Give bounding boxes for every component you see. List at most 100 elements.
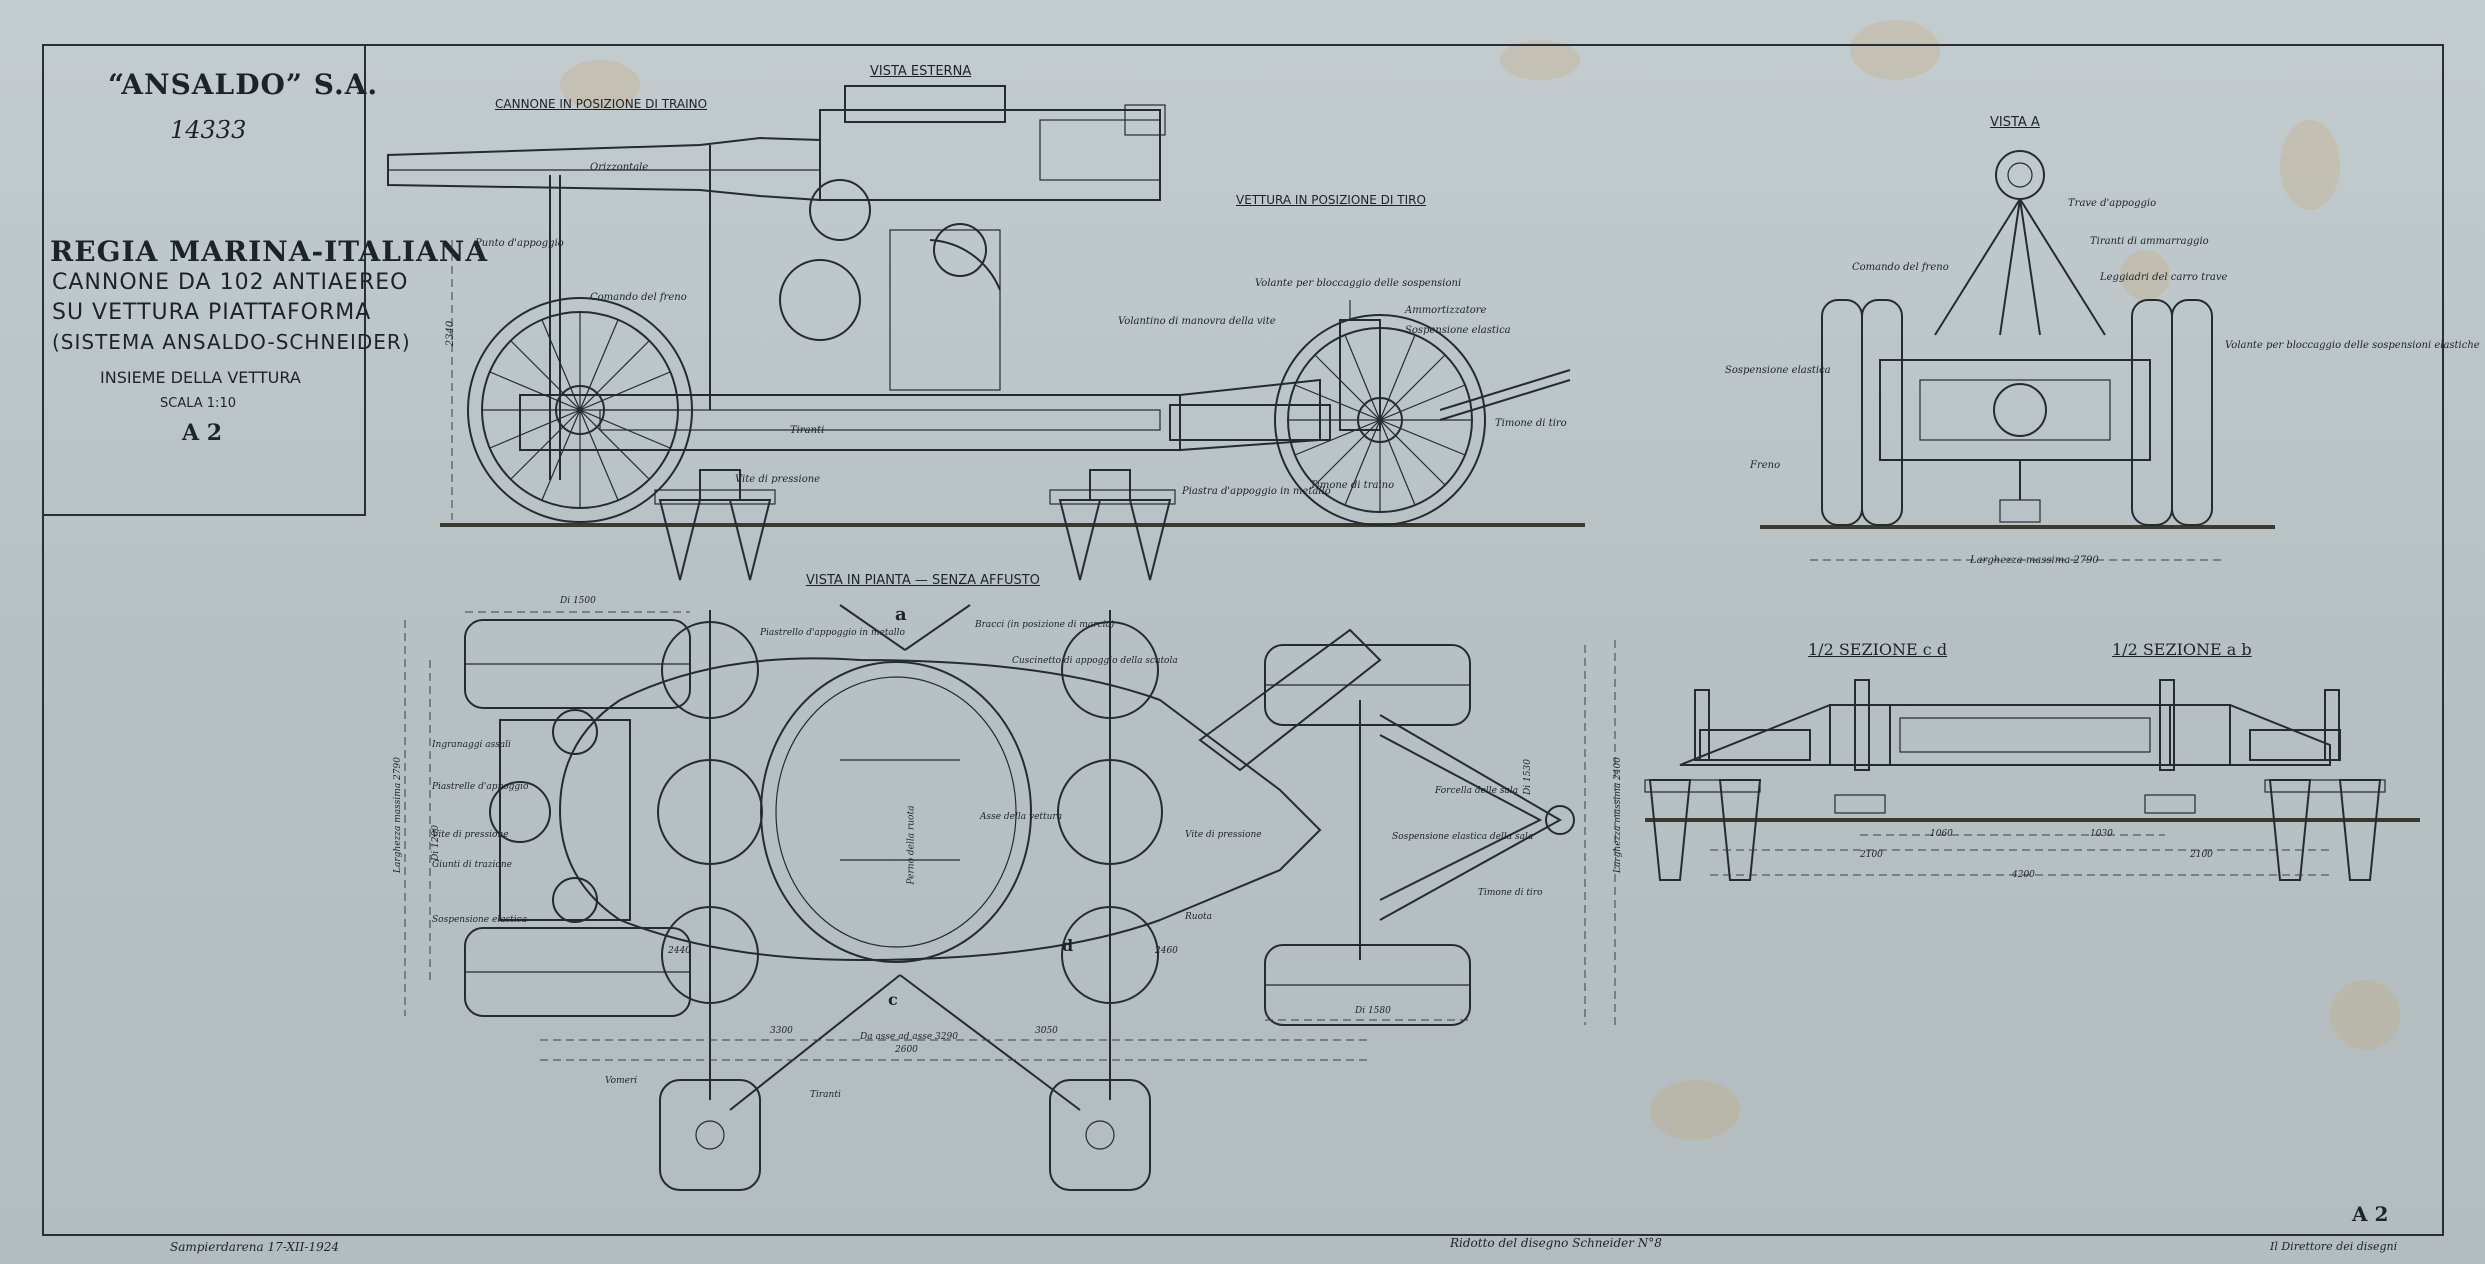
label: Ruota bbox=[1185, 912, 1212, 922]
view-title-pianta: VISTA IN PIANTA — SENZA AFFUSTO bbox=[806, 573, 1040, 588]
section-beam bbox=[1829, 704, 2231, 766]
dim-label: Larghezza massima 2790 bbox=[1970, 555, 2099, 566]
footer-reference: Ridotto del disegno Schneider N°8 bbox=[1450, 1236, 1662, 1250]
dim-label: 1030 bbox=[2090, 829, 2113, 839]
section-mark-d: d bbox=[1062, 936, 1074, 955]
dim-label: 2100 bbox=[1860, 850, 1883, 860]
title-block bbox=[42, 44, 366, 516]
label: Tiranti bbox=[790, 425, 825, 436]
label: Bracci (in posizione di marcia) bbox=[975, 620, 1115, 630]
view-title-vista-a: VISTA A bbox=[1990, 115, 2040, 130]
label: Tiranti bbox=[810, 1090, 841, 1100]
view-title-traino: CANNONE IN POSIZIONE DI TRAINO bbox=[495, 97, 708, 111]
dim-label: 4200 bbox=[2012, 870, 2035, 880]
label: Sospensione elastica bbox=[1725, 365, 1831, 376]
chassis-beam bbox=[519, 394, 1181, 451]
stain bbox=[2120, 250, 2170, 300]
side-wheel-left bbox=[467, 297, 693, 523]
scale-label: SCALA 1:10 bbox=[160, 396, 236, 411]
front-frame bbox=[1879, 359, 2151, 461]
dim-label: Di 1530 bbox=[1522, 759, 1533, 795]
footer-signature: Il Direttore dei disegni bbox=[2270, 1240, 2398, 1253]
label: Sospensione elastica della sala bbox=[1392, 832, 1534, 842]
label: Asse della vettura bbox=[980, 812, 1063, 822]
footer-date: Sampierdarena 17-XII-1924 bbox=[170, 1240, 339, 1254]
title-line-2: CANNONE DA 102 ANTIAEREO bbox=[52, 270, 409, 295]
spade-pad-right bbox=[1049, 1079, 1151, 1191]
label: Piastrelle d'appoggio bbox=[432, 782, 529, 792]
title-line-5: INSIEME DELLA VETTURA bbox=[100, 368, 301, 387]
dim-label: Di 1500 bbox=[560, 596, 596, 606]
label: Timone di traino bbox=[1310, 480, 1395, 491]
view-title-tiro: VETTURA IN POSIZIONE DI TIRO bbox=[1236, 193, 1426, 207]
stain bbox=[1500, 40, 1580, 80]
front-wheel-right-outer bbox=[2131, 299, 2173, 526]
dim-label: 1060 bbox=[1930, 829, 1953, 839]
label: Comando del freno bbox=[1852, 262, 1949, 273]
label: Timone di tiro bbox=[1495, 418, 1567, 429]
stain bbox=[1850, 20, 1940, 80]
elevation-handwheel bbox=[809, 179, 871, 241]
side-view bbox=[387, 85, 1585, 581]
dim-label: Larghezza massima 2790 bbox=[392, 757, 403, 873]
stain bbox=[560, 60, 640, 110]
label: Sospensione elastica bbox=[1405, 325, 1511, 336]
spade-pad-left bbox=[659, 1079, 761, 1191]
label: Vite di pressione bbox=[1185, 830, 1262, 840]
footer-sheet-id: A 2 bbox=[2352, 1202, 2389, 1226]
side-wheel-right bbox=[1274, 314, 1486, 526]
label: Ingranaggi assali bbox=[432, 740, 511, 750]
label: Perno della ruota bbox=[906, 805, 917, 885]
plan-view bbox=[404, 604, 1616, 1191]
label: Trave d'appoggio bbox=[2068, 198, 2157, 209]
title-line-1: REGIA MARINA-ITALIANA bbox=[50, 235, 489, 268]
title-line-4: (SISTEMA ANSALDO-SCHNEIDER) bbox=[52, 330, 411, 354]
section-view bbox=[1644, 679, 2420, 881]
dim-label: Di 1200 bbox=[430, 825, 441, 861]
front-wheel-left-outer bbox=[1821, 299, 1863, 526]
label: Leggiadri del carro trave bbox=[2100, 272, 2228, 283]
view-title-sez-cd: 1/2 SEZIONE c d bbox=[1808, 640, 1948, 659]
company-name: “ANSALDO” S.A. bbox=[108, 68, 379, 101]
label: Vite di pressione bbox=[432, 830, 509, 840]
label: Piastrello d'appoggio in metallo bbox=[760, 628, 905, 638]
view-title-esterna: VISTA ESTERNA bbox=[870, 64, 972, 79]
dim-label: Larghezza massima 2400 bbox=[1612, 757, 1623, 873]
label: Volante per bloccaggio delle sospensioni bbox=[1255, 278, 1462, 289]
stain bbox=[2330, 980, 2400, 1050]
section-mark-c: c bbox=[888, 990, 898, 1009]
label: Timone di tiro bbox=[1478, 888, 1543, 898]
recoil-cradle bbox=[819, 109, 1161, 201]
stain bbox=[2280, 120, 2340, 210]
label: Vite di pressione bbox=[735, 474, 821, 485]
front-gun-trunnion bbox=[1995, 150, 2045, 200]
sheet-id: A 2 bbox=[182, 420, 223, 446]
dim-label: 2440 bbox=[668, 946, 691, 956]
drawing-number: 14333 bbox=[170, 116, 247, 144]
front-view bbox=[1760, 150, 2275, 561]
dim-label: 2100 bbox=[2190, 850, 2213, 860]
label: Comando del freno bbox=[590, 292, 687, 303]
label: Orizzontale bbox=[590, 162, 649, 173]
label: Volante per bloccaggio delle sospensioni… bbox=[2225, 340, 2480, 351]
dim-label: 3300 bbox=[770, 1026, 793, 1036]
drawing-border bbox=[42, 44, 2444, 1236]
label: Forcella delle sala bbox=[1435, 786, 1519, 796]
view-title-sez-ab: 1/2 SEZIONE a b bbox=[2112, 640, 2252, 659]
plan-chassis bbox=[558, 657, 1322, 962]
label: Cuscinetto di appoggio della scatola bbox=[1012, 656, 1178, 666]
stain bbox=[1650, 1080, 1740, 1140]
section-mark-a: a bbox=[895, 604, 907, 625]
dim-label: 3050 bbox=[1035, 1026, 1058, 1036]
label: Punto d'appoggio bbox=[475, 238, 564, 249]
label: Vomeri bbox=[605, 1076, 638, 1086]
label: Giunti di trazione bbox=[432, 860, 512, 870]
dim-label: Di 1580 bbox=[1355, 1006, 1391, 1016]
title-line-3: SU VETTURA PIATTAFORMA bbox=[52, 300, 372, 325]
dim-label: Da asse ad asse 3290 bbox=[860, 1032, 958, 1042]
label: Volantino di manovra della vite bbox=[1118, 316, 1276, 327]
label: Freno bbox=[1750, 460, 1781, 471]
label: Ammortizzatore bbox=[1405, 305, 1487, 316]
